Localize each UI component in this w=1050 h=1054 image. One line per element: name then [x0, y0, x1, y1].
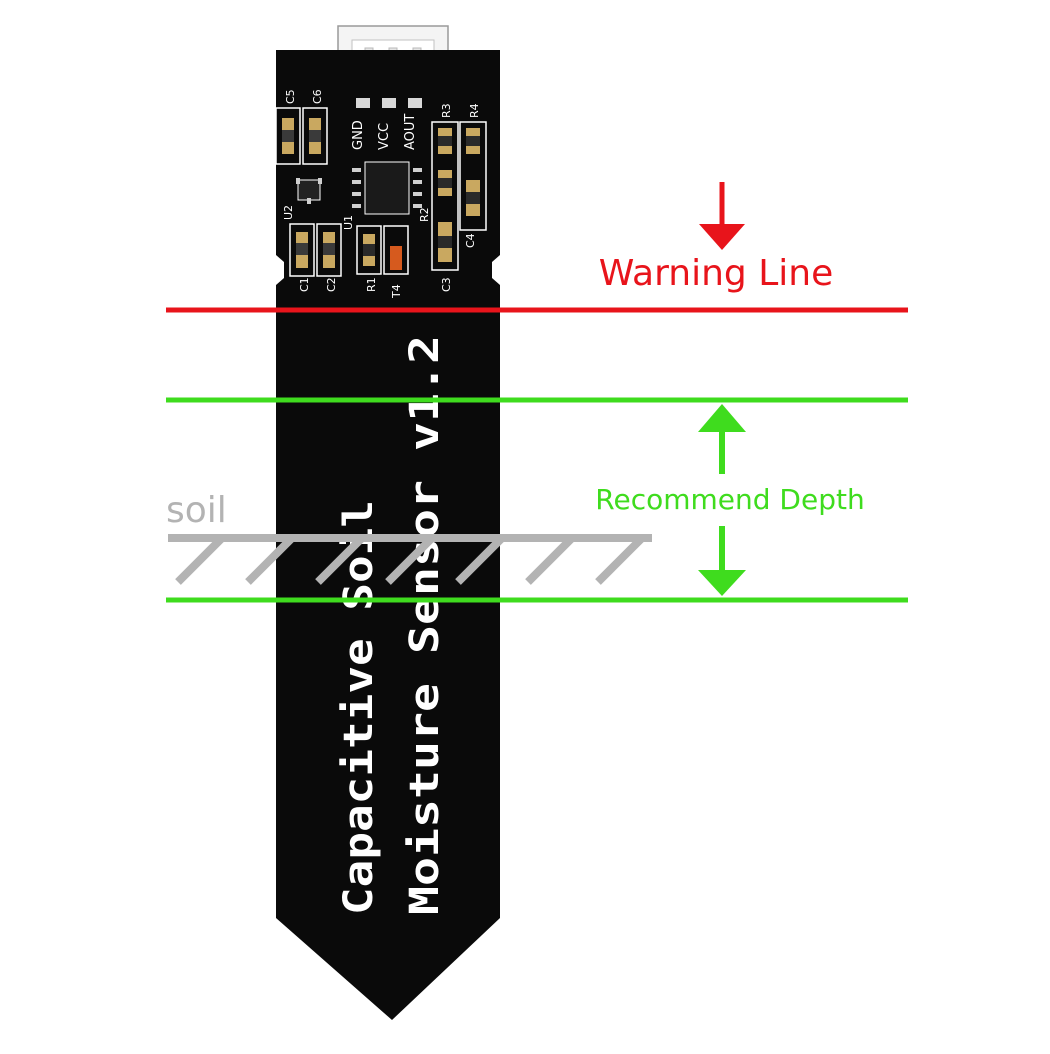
- warning-line-label: Warning Line: [599, 253, 833, 294]
- pin-label-gnd: GND: [351, 120, 366, 150]
- recommend-depth-group: Recommend Depth: [166, 397, 908, 603]
- resistor-r1-diode-t4: [356, 225, 409, 275]
- label-r3: R3: [440, 103, 453, 118]
- label-u1: U1: [342, 215, 355, 230]
- soil-label: soil: [166, 490, 227, 531]
- warning-down-arrow-icon: [699, 224, 745, 250]
- pin-label-vcc: VCC: [377, 123, 392, 150]
- label-c6: C6: [311, 89, 324, 104]
- warning-line-group: Warning Line: [166, 182, 908, 313]
- depth-up-arrow-icon: [698, 404, 746, 432]
- label-u2: U2: [282, 205, 295, 220]
- resistors-right-column: [431, 121, 487, 271]
- label-c5: C5: [284, 89, 297, 104]
- board-text-line-1: Capacitive Soil: [336, 500, 382, 915]
- label-t4: T4: [390, 284, 403, 299]
- label-c3: C3: [440, 277, 453, 292]
- label-r4: R4: [468, 103, 481, 118]
- label-c4: C4: [464, 233, 477, 248]
- soil-marker: soil: [166, 490, 652, 585]
- label-r2: R2: [418, 207, 431, 222]
- board-text-line-2: Moisture Sensor v1.2: [402, 335, 448, 915]
- connector-pins: [356, 98, 422, 108]
- depth-down-arrow-icon: [698, 570, 746, 596]
- capacitors-c5-c6: [275, 107, 328, 165]
- label-c2: C2: [325, 277, 338, 292]
- label-r1: R1: [365, 277, 378, 292]
- capacitors-c1-c2: [289, 223, 342, 277]
- chip-u1: [352, 161, 422, 215]
- regulator-u2: [296, 178, 322, 204]
- recommend-depth-label: Recommend Depth: [595, 483, 864, 516]
- pin-label-aout: AOUT: [403, 114, 418, 150]
- label-c1: C1: [298, 277, 311, 292]
